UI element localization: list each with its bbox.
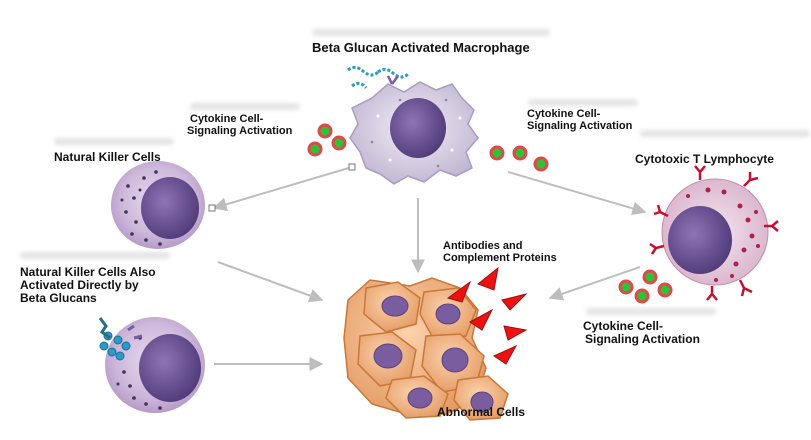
label-cytokine-left-line1: Cytokine Cell- (190, 113, 264, 125)
beta-glucan-beads (99, 331, 131, 361)
label-nk-direct-line3: Beta Glucans (20, 290, 97, 305)
nk-nucleus (141, 177, 199, 239)
cytokine-group-bottom (618, 269, 673, 304)
tcell-receptors (649, 165, 779, 301)
cytokine-group-left (307, 123, 347, 157)
nk2-nucleus (139, 334, 201, 402)
connector-handle (208, 204, 216, 212)
ghost-text (312, 29, 550, 36)
natural-killer-cell-2 (98, 317, 205, 413)
arrow-tcell-to-abnormal (548, 266, 641, 301)
ghost-text (586, 308, 716, 315)
beta-glucan-chains (347, 65, 410, 89)
arrow-macrophage-to-nk (212, 166, 353, 212)
label-cytokine-right-line2: Signaling Activation (527, 119, 633, 132)
abnormal-nuclei (373, 295, 494, 413)
natural-killer-cell (111, 161, 205, 249)
antibody-arrowhead (492, 344, 518, 365)
label-cytokine-left: Cytokine Cell- Signaling Activation (187, 113, 293, 138)
tcell-nucleus (668, 206, 732, 274)
connector-arrows (208, 163, 647, 371)
label-cytokine-right-line1: Cytokine Cell- (527, 108, 601, 120)
label-cytotoxic-t: Cytotoxic T Lymphocyte (635, 152, 774, 166)
antibody-arrowheads (446, 266, 528, 365)
label-cytokine-bottom-line2: Signaling Activation (585, 331, 700, 346)
arrow-macrophage-to-tcell (507, 171, 647, 216)
ghost-text (54, 138, 174, 145)
macrophage-cell (349, 81, 479, 185)
label-macrophage: Beta Glucan Activated Macrophage (312, 40, 530, 55)
label-cytokine-bottom-line1: Cytokine Cell- (583, 319, 664, 333)
label-cytokine-left-line2: Signaling Activation (187, 124, 293, 137)
cytotoxic-t-lymphocyte-cell (649, 165, 779, 301)
macrophage-nucleus (390, 98, 446, 158)
label-antibodies: Antibodies and Complement Proteins (443, 240, 557, 265)
label-cytokine-bottom: Cytokine Cell- Signaling Activation (583, 320, 700, 346)
connector-handle (348, 163, 356, 171)
antibody-arrowhead (469, 308, 494, 331)
label-antibodies-line1: Antibodies and (443, 240, 523, 252)
label-antibodies-line2: Complement Proteins (443, 251, 557, 264)
label-nk-direct-line1: Natural Killer Cells Also (20, 265, 156, 279)
antibody-arrowhead (501, 293, 528, 311)
ghost-text (640, 130, 810, 137)
ghost-text (528, 99, 638, 106)
label-nk-direct-line2: Activated Directly by (20, 277, 139, 292)
antibody-arrowhead (477, 266, 499, 291)
label-natural-killer: Natural Killer Cells (54, 150, 161, 164)
ghost-text (20, 252, 170, 259)
macrophage-receptor (386, 75, 399, 85)
label-nk-direct: Natural Killer Cells Also Activated Dire… (20, 266, 156, 305)
arrow-nk-to-abnormal (217, 261, 324, 303)
antibody-arrowhead (446, 280, 472, 303)
label-cytokine-right: Cytokine Cell- Signaling Activation (527, 108, 633, 133)
label-abnormal-cells: Abnormal Cells (437, 405, 526, 419)
cytokine-group-right (489, 145, 549, 172)
ghost-text (190, 103, 300, 110)
antibody-arrowhead (503, 325, 528, 341)
